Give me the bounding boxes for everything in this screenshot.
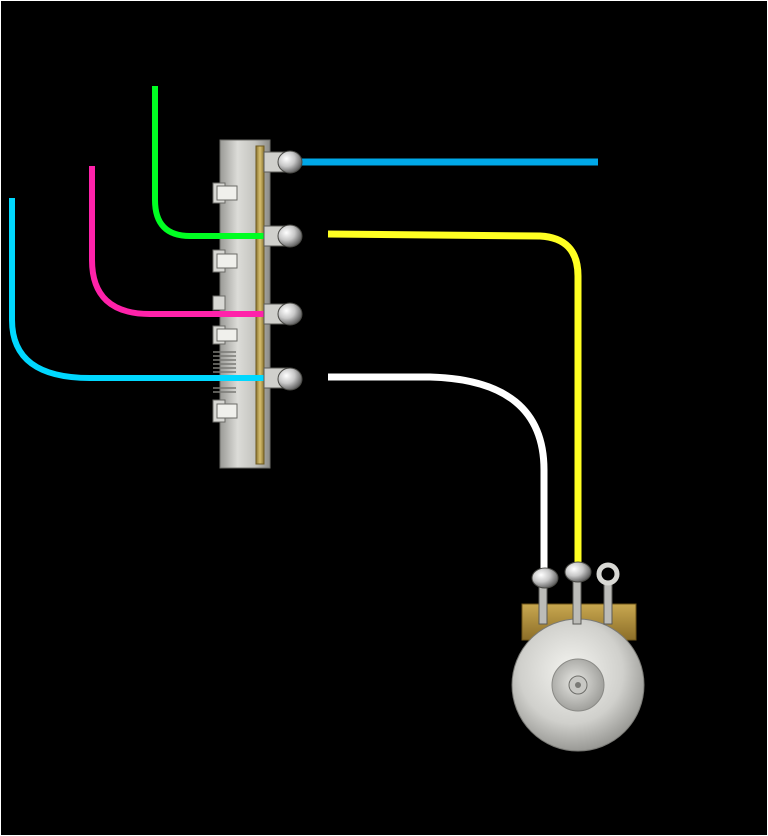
wire-white — [328, 373, 548, 574]
switch-spring — [213, 351, 236, 393]
pot-lug-3-eyelet — [596, 562, 620, 586]
switch-slot — [216, 328, 238, 342]
pot-lugs — [531, 561, 592, 589]
pot-shaft-center — [575, 682, 581, 688]
pot-lug-1 — [531, 567, 559, 589]
switch-side-tabs — [212, 182, 238, 423]
switch-slot — [216, 403, 238, 419]
wire-pink — [89, 166, 280, 317]
pot-lug-2 — [564, 561, 592, 583]
switch-contact-strip — [255, 145, 265, 465]
switch-lug-3 — [263, 302, 303, 326]
wire-green — [152, 86, 280, 239]
five-way-switch — [212, 139, 271, 469]
switch-slot — [216, 185, 238, 201]
switch-slot — [216, 253, 238, 269]
wire-yellow — [327, 230, 582, 570]
switch-tab — [212, 295, 226, 311]
switch-lug-4 — [263, 367, 303, 391]
potentiometer — [511, 562, 645, 752]
switch-lug-1 — [263, 150, 303, 174]
switch-lugs — [263, 150, 303, 391]
wires — [9, 86, 598, 574]
wire-cyan — [9, 198, 280, 381]
switch-lug-2 — [263, 224, 303, 248]
